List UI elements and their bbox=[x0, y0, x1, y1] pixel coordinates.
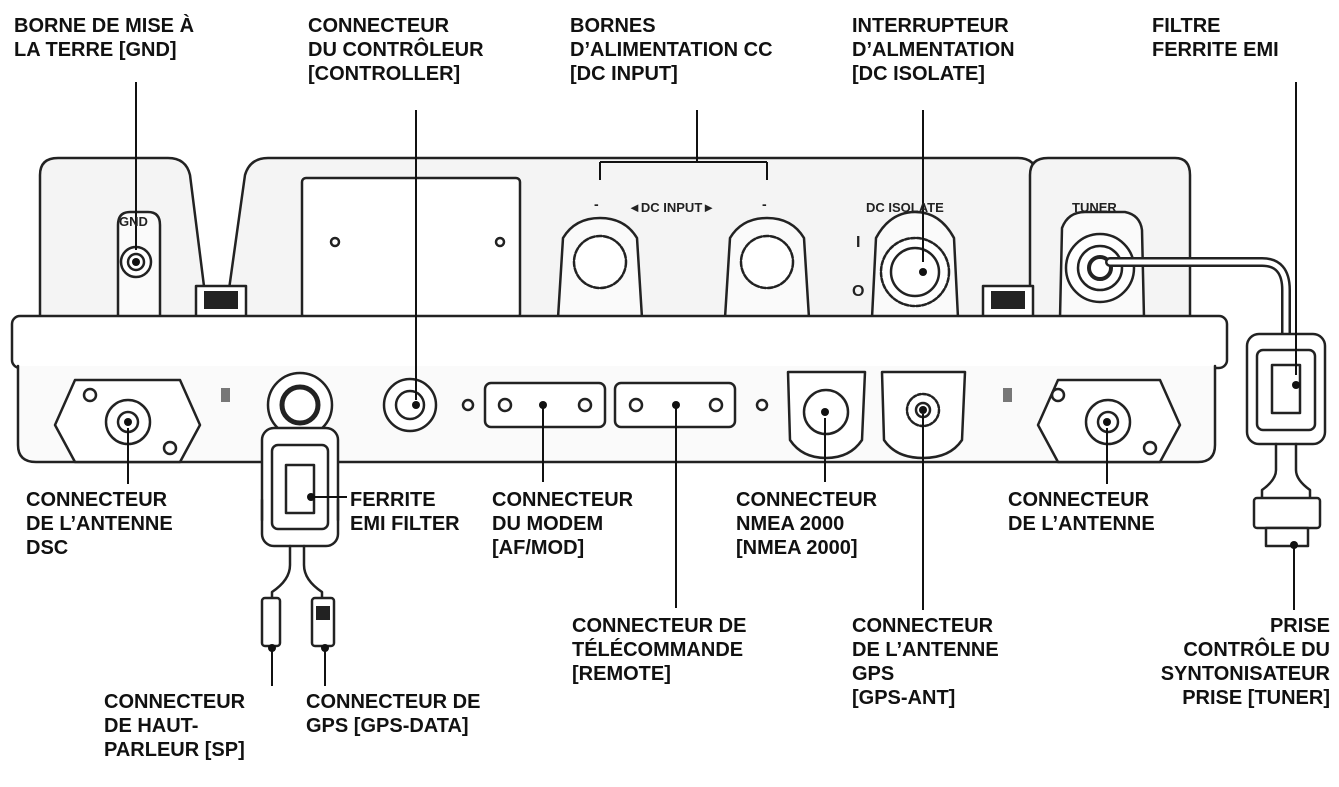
panel-mark-dc-input: ◄DC INPUT► bbox=[628, 200, 716, 215]
leader-dots bbox=[124, 258, 1300, 652]
tuner-plug bbox=[1252, 496, 1322, 530]
leader-lines bbox=[127, 82, 1297, 686]
plug-gps-data bbox=[310, 596, 336, 648]
panel-mark-minus-right: - bbox=[762, 196, 767, 212]
panel-mark-on: I bbox=[856, 234, 861, 251]
panel-mark-off: O bbox=[852, 283, 865, 300]
panel-mark-gnd: GND bbox=[119, 214, 148, 229]
main-chassis-bar bbox=[10, 314, 1229, 370]
panel-mark-minus-left: - bbox=[594, 196, 599, 212]
panel-mark-dc-isolate: DC ISOLATE bbox=[866, 200, 944, 215]
dc-input-knob-right bbox=[739, 234, 795, 290]
plug-sp bbox=[260, 596, 282, 648]
label-window bbox=[300, 176, 522, 320]
panel-mark-tuner: TUNER bbox=[1072, 200, 1117, 215]
cable-sp bbox=[270, 544, 292, 632]
dc-input-knob-left bbox=[572, 234, 628, 290]
